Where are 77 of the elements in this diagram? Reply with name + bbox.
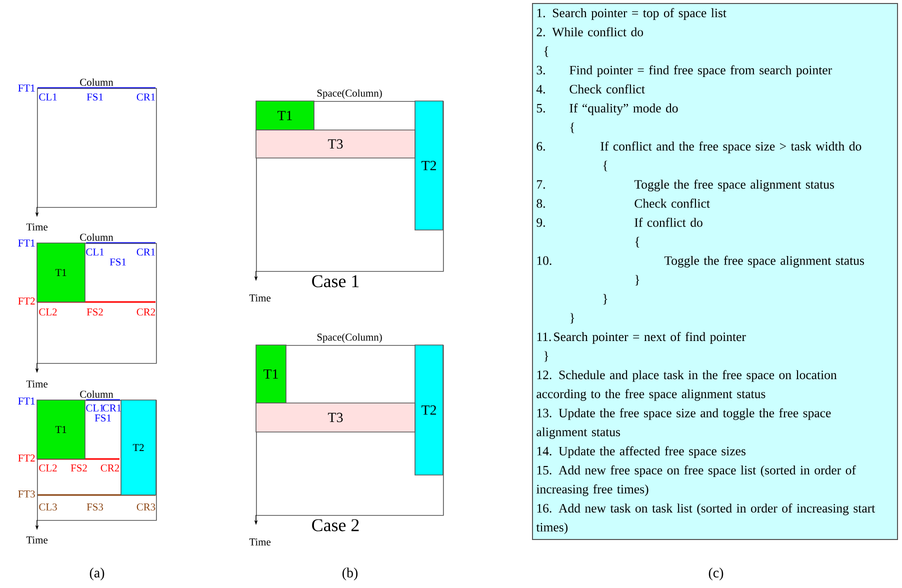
code-line: 6.	[536, 142, 545, 151]
node-label: Case 1	[312, 275, 359, 288]
node-label: Column	[80, 78, 114, 86]
code-line: {	[570, 122, 574, 134]
task-box: T1	[256, 100, 314, 130]
code-line: }	[570, 313, 574, 324]
text-label: Time	[249, 294, 270, 302]
text-label: FS1	[86, 93, 103, 101]
code-line: 14. Update the affected free space sizes	[537, 446, 746, 458]
text-label: FT1	[18, 240, 35, 246]
text-label: CR2	[136, 308, 156, 316]
code-line: {	[635, 236, 640, 248]
text-label: CR2	[100, 464, 120, 472]
text-label: CL3	[39, 503, 57, 511]
task-box: T2	[414, 344, 444, 476]
text-label: (a)	[90, 568, 104, 580]
code-line: 5.	[536, 104, 545, 113]
node-label: Space(Column)	[317, 89, 382, 99]
task-box: T1	[256, 344, 286, 404]
task-box: T1	[36, 242, 86, 302]
text-label: FT1	[18, 398, 35, 404]
text-label: FT2	[18, 298, 35, 304]
code-line: }	[603, 294, 608, 305]
text-label: FT3	[18, 490, 35, 498]
code-line: {	[603, 160, 608, 172]
node-label: Column	[80, 233, 114, 241]
code-line: 12. Schedule and place task in the free space on location according to the free space alignment status	[536, 370, 837, 401]
text-label: CL1	[86, 404, 104, 412]
code-line: If “quality” mode do	[570, 103, 678, 116]
text-label: (b)	[342, 568, 358, 580]
code-line: 9.	[536, 218, 545, 227]
code-line: If conflict do	[634, 218, 702, 227]
text-label: Time	[249, 538, 270, 546]
text-label: Time	[26, 380, 48, 388]
task-box: T1	[36, 400, 86, 460]
node-label: Case 2	[312, 519, 359, 532]
code-line: }	[544, 351, 548, 362]
text-label: CR1	[102, 404, 121, 412]
code-line: Check conflict	[634, 198, 710, 208]
code-line: 2. While conflict do	[536, 27, 644, 36]
task-box: T2	[414, 100, 444, 230]
text-label: FS1	[94, 414, 111, 422]
pseudocode-box	[532, 3, 898, 540]
code-line: Toggle the free space alignment status	[634, 180, 834, 192]
code-line: 13. Update the free space size and toggle the free space alignment status	[536, 408, 831, 439]
code-line: 4.	[536, 84, 545, 94]
code-line: 1. Search pointer = top of space list	[537, 8, 726, 20]
code-line: Toggle the free space alignment status	[664, 256, 864, 268]
node-label: Space(Column)	[317, 333, 382, 343]
text-label: CR1	[136, 93, 155, 101]
text-label: Time	[26, 223, 48, 231]
code-line: {	[544, 46, 548, 57]
text-label: CL1	[39, 93, 57, 101]
text-label: FT1	[18, 84, 35, 92]
code-line: Find pointer = find free space from search pointer	[570, 65, 832, 78]
text-label: FS2	[86, 308, 103, 316]
code-line: 10.	[537, 256, 552, 265]
text-label: (c)	[708, 568, 724, 580]
text-label: CR1	[136, 248, 155, 256]
code-line: 8.	[536, 199, 545, 208]
text-label: FS1	[110, 258, 126, 266]
code-line: 3.	[536, 66, 545, 74]
code-line: 11.	[537, 332, 551, 342]
code-line: 7.	[537, 180, 545, 189]
code-line: Search pointer = next of find pointer	[554, 332, 746, 344]
code-line: Check conflict	[570, 84, 645, 94]
node-label: Column	[80, 390, 114, 398]
task-box: T3	[256, 402, 416, 432]
code-line: 16. Add new task on task list (sorted in order of increasing start times)	[536, 503, 876, 534]
text-label: FS3	[86, 503, 104, 511]
code-line: }	[635, 275, 640, 286]
code-line: 15. Add new free space on free space list (sorted in order of increasing free times)	[536, 465, 856, 496]
task-box: T3	[256, 130, 416, 158]
text-label: FT2	[18, 454, 35, 462]
text-label: Time	[26, 536, 48, 544]
code-line: If conflict and the free space size > task width do	[600, 142, 862, 154]
task-box: T2	[120, 400, 156, 496]
